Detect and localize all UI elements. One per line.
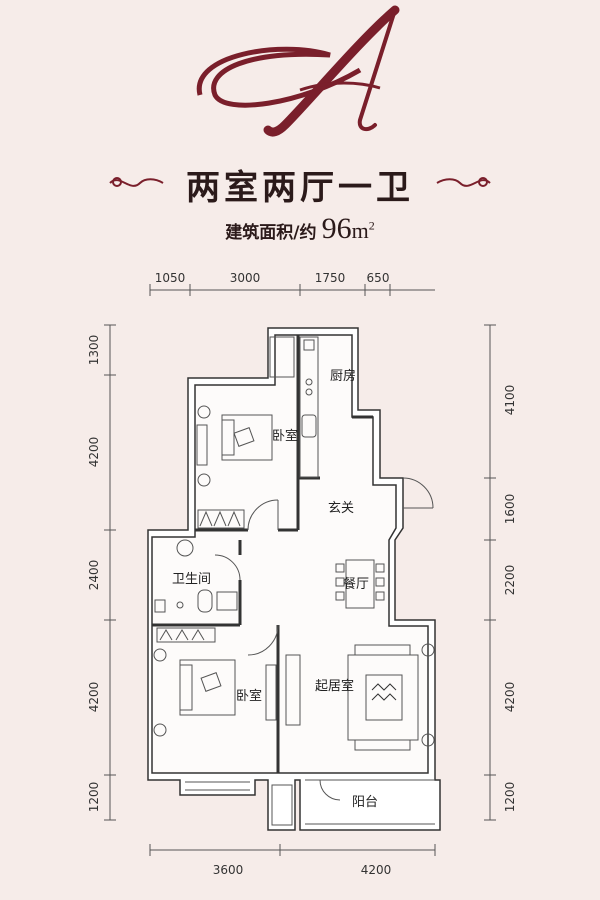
area-unit: m2 [351, 218, 375, 243]
room-label-living: 起居室 [315, 678, 354, 694]
window-glazing [185, 779, 435, 826]
bedroom1-bed-icon [196, 405, 273, 487]
kitchen-counter-icon [269, 336, 319, 478]
area-line: 建筑面积/约 96m2 [0, 212, 600, 246]
dim-top-4: 650 [367, 271, 390, 285]
dim-right-3: 2200 [503, 565, 517, 596]
dim-top-2: 3000 [230, 271, 261, 285]
page-title: 两室两厅一卫 [186, 168, 414, 208]
left-dimension [104, 324, 116, 821]
left-ornament-icon [109, 177, 164, 187]
room-label-bedroom1: 卧室 [272, 428, 298, 444]
wardrobe-icon [197, 509, 245, 529]
room-label-dining: 餐厅 [343, 576, 369, 592]
dim-right-5: 1200 [503, 782, 517, 813]
sofa-set-icon [285, 643, 435, 751]
dim-bottom-1: 3600 [213, 863, 244, 877]
dim-left-5: 1200 [87, 782, 101, 813]
area-value: 96 [321, 212, 352, 245]
room-label-balcony: 阳台 [352, 795, 378, 810]
dim-left-2: 4200 [87, 437, 101, 468]
dim-left-1: 1300 [87, 335, 101, 366]
right-ornament-icon [436, 177, 491, 187]
dim-bottom-2: 4200 [361, 863, 392, 877]
dim-left-3: 2400 [87, 560, 101, 591]
room-label-kitchen: 厨房 [330, 368, 356, 384]
dim-top-1: 1050 [155, 271, 186, 285]
dim-right-1: 4100 [503, 385, 517, 416]
dining-table-icon [335, 559, 385, 609]
dim-left-4: 4200 [87, 682, 101, 713]
outer-walls [147, 327, 441, 831]
bedroom2-bed-icon [153, 648, 277, 737]
room-label-bathroom: 卫生间 [172, 572, 211, 587]
right-dimension [484, 324, 496, 821]
bottom-dimension [149, 844, 436, 856]
door-swings [214, 477, 434, 801]
area-label: 建筑面积/约 [225, 223, 317, 243]
floor-plan: 1050 3000 1750 650 3600 4200 1300 4200 2… [87, 271, 517, 877]
dim-right-2: 1600 [503, 494, 517, 525]
room-label-foyer: 玄关 [328, 501, 354, 516]
title-row: 两室两厅一卫 [0, 160, 600, 209]
dim-right-4: 4200 [503, 682, 517, 713]
letter-a-logo: A [196, 5, 400, 137]
bathroom-fixtures-icon [154, 539, 238, 643]
interior-walls [152, 335, 373, 773]
room-label-bedroom2: 卧室 [236, 688, 262, 704]
dim-top-3: 1750 [315, 271, 346, 285]
top-dimension [149, 284, 435, 296]
